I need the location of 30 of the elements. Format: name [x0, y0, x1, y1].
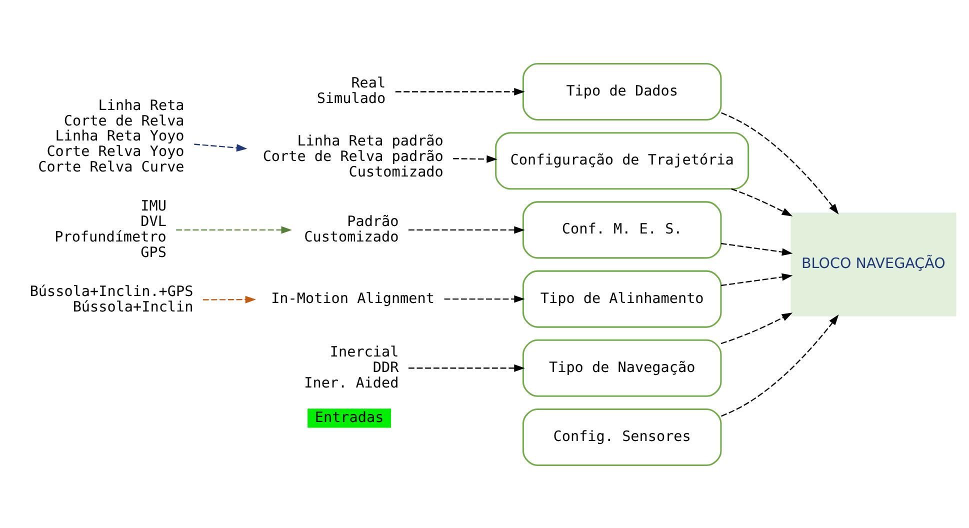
node-box: Tipo de Navegação [522, 338, 722, 396]
node-box: Tipo de Alinhamento [522, 270, 722, 328]
node-text: Bússola+Inclin.+GPS Bússola+Inclin [30, 284, 194, 316]
node-text: Real Simulado [316, 75, 386, 107]
node-box: BLOCO NAVEGAÇÃO [790, 212, 956, 316]
arrow [408, 226, 525, 234]
node-box: Configuração de Trajetória [495, 132, 750, 190]
arrow [720, 242, 793, 256]
arrow [202, 295, 256, 303]
node-text: Linha Reta Corte de Relva Linha Reta Yoyo Corte Relva Yoyo Corte Relva Curve [38, 97, 184, 176]
node-text: Inercial DDR Iner. Aided [304, 344, 399, 391]
arrow [444, 294, 525, 302]
node-box: Conf. M. E. S. [522, 200, 722, 258]
node-text: Padrão Customizado [304, 213, 399, 245]
node-text: IMU DVL Profundímetro GPS [54, 198, 166, 260]
arrow [720, 312, 793, 344]
node-box: Tipo de Dados [522, 62, 722, 120]
node-box: Config. Sensores [522, 408, 722, 466]
arrow [408, 364, 525, 372]
arrow [721, 112, 839, 214]
arrow [731, 188, 793, 216]
arrow [721, 314, 839, 416]
arrow [453, 154, 498, 162]
arrow [720, 272, 793, 286]
node-text: In-Motion Alignment [271, 290, 434, 306]
arrow [176, 226, 292, 234]
node-box: Entradas [308, 408, 391, 428]
arrow [395, 88, 525, 96]
node-text: Linha Reta padrão Corte de Relva padrão Customizado [262, 132, 444, 180]
arrow [194, 143, 248, 152]
